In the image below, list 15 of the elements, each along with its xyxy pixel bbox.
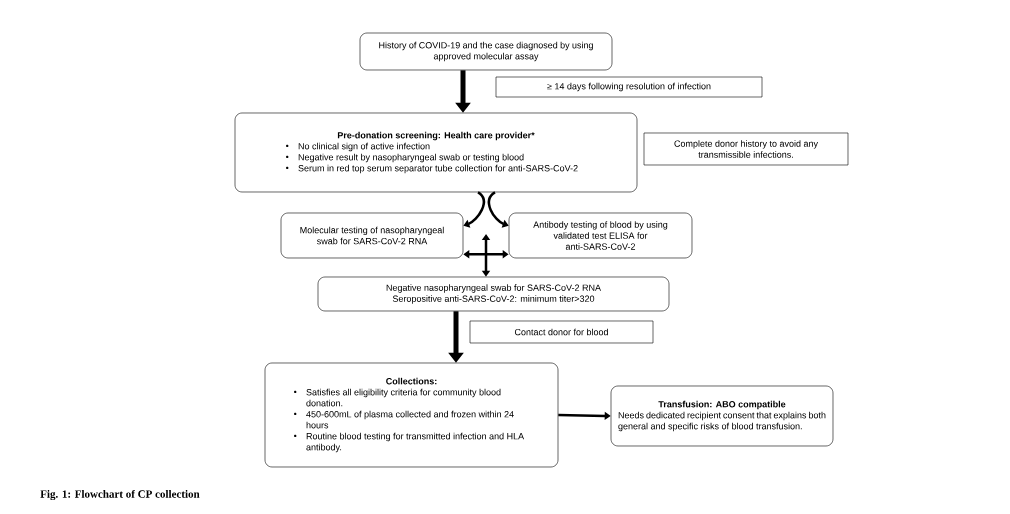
process-box: History of COVID-19 and the case diagnosed by using approved molecular assay xyxy=(359,32,613,71)
arrow xyxy=(463,191,485,228)
process-box: Collections: Satisfies all eligibility criteria for community blood donation. 450-600mL of plasma collected and frozen within 24 hours Routine blood testing for transmitted infection and HLA antibody. xyxy=(264,362,559,468)
process-box: Transfusion: ABO compatible Needs dedicated recipient consent that explains both general and specific risks of blood transfusion. xyxy=(610,385,834,447)
process-box: Negative nasopharyngeal swab for SARS-CoV-2 RNA Seropositive anti-SARS-CoV-2: minimum titer>320 xyxy=(317,276,670,312)
note-box: ≥ 14 days following resolution of infection xyxy=(495,76,763,98)
process-box: Pre-donation screening: Health care provider* No clinical sign of active infection Negative result by nasopharyngeal swab or testing blood Serum in red top serum separator tube collection for anti-SARS-CoV-2 xyxy=(234,112,638,193)
arrow xyxy=(463,250,509,259)
arrow xyxy=(487,191,509,228)
note-box: Contact donor for blood xyxy=(469,320,654,344)
process-box: Antibody testing of blood by using validated test ELISA for anti-SARS-CoV-2 xyxy=(508,212,693,259)
arrow xyxy=(481,234,491,277)
note-box: Complete donor history to avoid any transmissible infections. xyxy=(643,132,849,166)
process-box: Molecular testing of nasopharyngeal swab for SARS-CoV-2 RNA xyxy=(280,212,464,259)
figure-caption: Fig. 1: Flowchart of CP collection xyxy=(40,489,200,501)
